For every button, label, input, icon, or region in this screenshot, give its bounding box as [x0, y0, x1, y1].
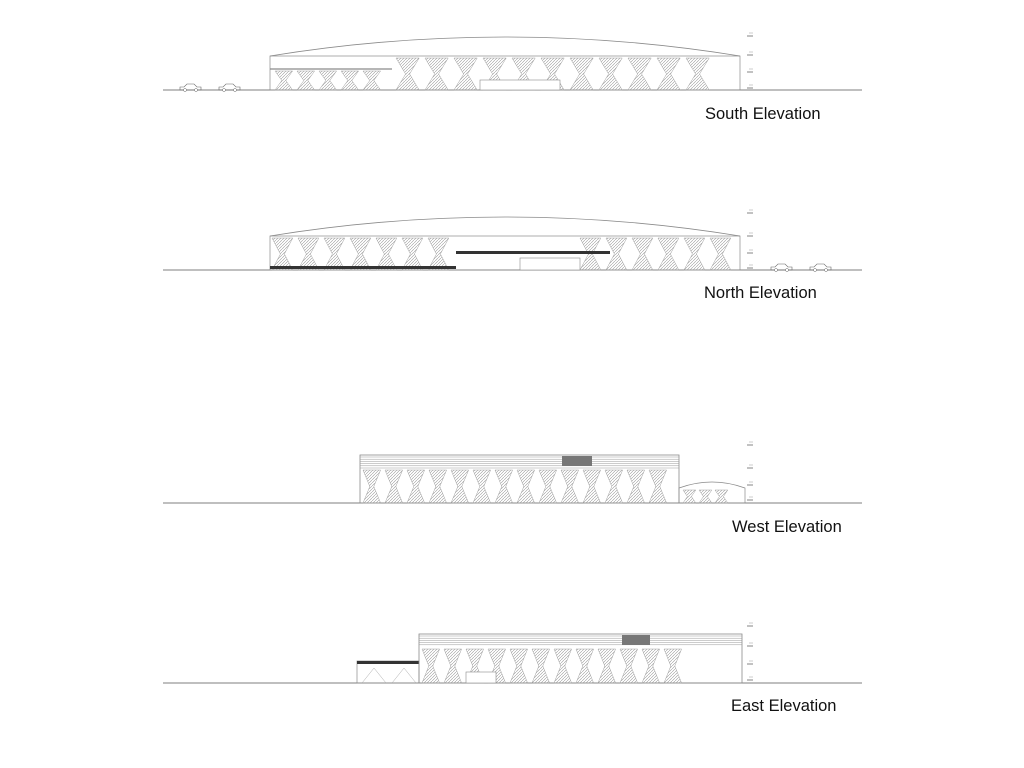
tree-column: [516, 469, 535, 504]
tree-column: [274, 70, 294, 91]
car-wheel: [774, 268, 778, 272]
south-elevation-label: South Elevation: [705, 105, 821, 123]
tree-column: [582, 469, 601, 504]
annex-outline: [356, 660, 420, 684]
canopy: [678, 481, 746, 504]
west-elevation-drawing: [163, 441, 862, 504]
north-elevation-label: North Elevation: [704, 284, 817, 302]
car-wheel: [222, 88, 226, 92]
tree-column: [641, 648, 660, 684]
tree-column: [450, 469, 469, 504]
tree-column: [657, 237, 680, 271]
tree-column: [604, 469, 623, 504]
tree-column: [297, 237, 320, 271]
entrance: [465, 671, 497, 684]
dark-band: [270, 266, 456, 269]
entrance: [479, 79, 561, 91]
tree-column: [453, 57, 478, 91]
tree-column: [631, 237, 654, 271]
tree-column: [714, 489, 729, 504]
tree-column: [597, 648, 616, 684]
car-wheel: [824, 268, 828, 272]
entrance: [519, 257, 581, 271]
curved-roof: [269, 36, 741, 57]
roof-vent: [622, 635, 650, 645]
tree-column: [627, 57, 652, 91]
tree-column: [349, 237, 372, 271]
east-elevation-drawing: [163, 622, 862, 684]
car-wheel: [183, 88, 187, 92]
dark-band: [456, 251, 610, 254]
car: [770, 263, 793, 271]
west-elevation-label: West Elevation: [732, 518, 842, 536]
tree-column: [575, 648, 594, 684]
roof-vent: [562, 456, 592, 466]
tree-column: [323, 237, 346, 271]
tree-column: [509, 648, 528, 684]
tree-column: [443, 648, 462, 684]
tree-column: [709, 237, 732, 271]
annex-bracing: [361, 667, 417, 684]
tree-column: [362, 70, 382, 91]
tree-column: [406, 469, 425, 504]
tree-column: [494, 469, 513, 504]
tree-column: [395, 57, 420, 91]
car: [218, 83, 241, 91]
north-elevation-drawing: [163, 209, 862, 272]
tree-column: [538, 469, 557, 504]
tree-column: [685, 57, 710, 91]
curved-roof: [269, 216, 741, 237]
east-elevation-label: East Elevation: [731, 697, 837, 715]
car-wheel: [233, 88, 237, 92]
tree-column: [472, 469, 491, 504]
tree-column: [605, 237, 628, 271]
tree-column: [427, 237, 450, 271]
south-elevation-drawing: [163, 32, 862, 92]
tree-column: [648, 469, 667, 504]
tree-column: [271, 237, 294, 271]
tree-column: [375, 237, 398, 271]
car: [179, 83, 202, 91]
tree-column: [362, 469, 381, 504]
car-wheel: [785, 268, 789, 272]
car-wheel: [194, 88, 198, 92]
tree-column: [424, 57, 449, 91]
tree-column: [318, 70, 338, 91]
tree-column: [384, 469, 403, 504]
tree-column: [401, 237, 424, 271]
tree-column: [296, 70, 316, 91]
tree-column: [619, 648, 638, 684]
car: [809, 263, 832, 271]
tree-column: [569, 57, 594, 91]
tree-column: [683, 237, 706, 271]
tree-column: [698, 489, 713, 504]
tree-column: [531, 648, 550, 684]
tree-column: [560, 469, 579, 504]
tree-column: [626, 469, 645, 504]
tree-column: [421, 648, 440, 684]
annex-roof-band: [357, 661, 419, 664]
tree-column: [428, 469, 447, 504]
tree-column: [682, 489, 697, 504]
tree-column: [663, 648, 682, 684]
building-outline: [269, 235, 741, 271]
tree-column: [598, 57, 623, 91]
tree-column: [656, 57, 681, 91]
car-wheel: [813, 268, 817, 272]
tree-column: [553, 648, 572, 684]
tree-column: [340, 70, 360, 91]
